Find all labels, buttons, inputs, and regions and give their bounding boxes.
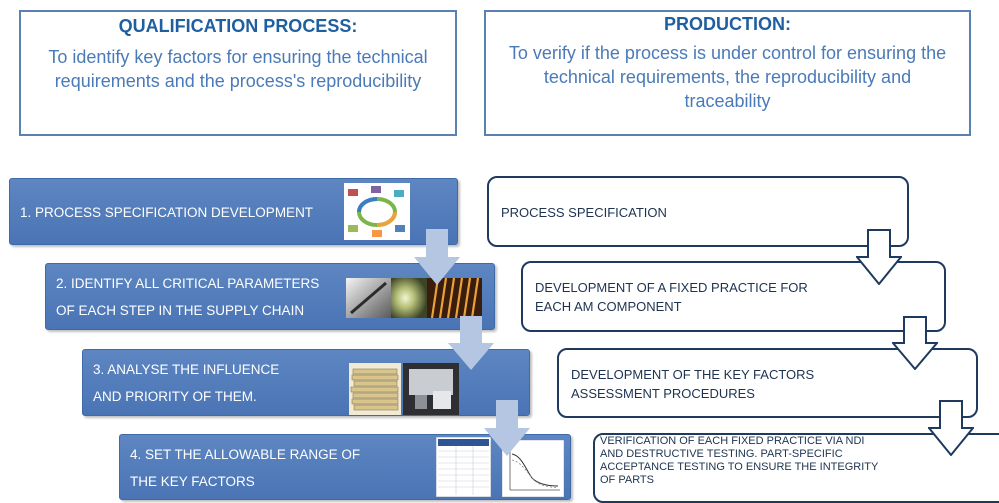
qualification-step-4: 4. SET THE ALLOWABLE RANGE OF THE KEY FA…: [119, 434, 571, 500]
outline-down-arrow-1: [856, 229, 902, 285]
production-step-4-line2: AND DESTRUCTIVE TESTING. PART-SPECIFIC: [600, 448, 843, 460]
down-arrow-3: [484, 400, 530, 456]
production-step-2-line1: DEVELOPMENT OF A FIXED PRACTICE FOR: [535, 280, 808, 295]
qualification-process-box: QUALIFICATION PROCESS: To identify key f…: [19, 10, 457, 136]
step-4-label-line1: 4. SET THE ALLOWABLE RANGE OF: [130, 447, 361, 462]
production-step-1: PROCESS SPECIFICATION: [487, 176, 909, 247]
production-step-3-line1: DEVELOPMENT OF THE KEY FACTORS: [571, 367, 815, 382]
production-title: PRODUCTION:: [664, 14, 791, 34]
production-step-4-line1: VERIFICATION OF EACH FIXED PRACTICE VIA …: [600, 435, 865, 447]
down-arrow-2: [448, 316, 494, 370]
production-step-2-line2: EACH AM COMPONENT: [535, 299, 682, 314]
step-3-label-line2: AND PRIORITY OF THEM.: [93, 389, 257, 404]
down-arrow-1: [414, 229, 460, 285]
production-description: To verify if the process is under contro…: [508, 43, 947, 111]
production-step-4-line4: OF PARTS: [600, 474, 654, 486]
range-curve-image: [502, 440, 564, 497]
outline-down-arrow-3: [928, 400, 974, 456]
critical-parameters-images: [346, 278, 482, 318]
step-2-label-line1: 2. IDENTIFY ALL CRITICAL PARAMETERS: [56, 276, 320, 291]
step-2-label-line2: OF EACH STEP IN THE SUPPLY CHAIN: [56, 303, 305, 318]
process-cycle-image: [344, 183, 410, 240]
outline-down-arrow-2: [892, 316, 938, 370]
documents-and-equipment-images: [349, 363, 459, 415]
qualification-process-title: QUALIFICATION PROCESS:: [118, 16, 358, 36]
production-step-4: VERIFICATION OF EACH FIXED PRACTICE VIA …: [593, 433, 999, 503]
step-4-label-line2: THE KEY FACTORS: [130, 474, 255, 489]
step-3-label-line1: 3. ANALYSE THE INFLUENCE: [93, 362, 280, 377]
production-box: PRODUCTION: To verify if the process is …: [484, 10, 971, 136]
range-table-image: [436, 437, 491, 497]
production-step-1-label: PROCESS SPECIFICATION: [501, 205, 667, 220]
qualification-process-description: To identify key factors for ensuring the…: [48, 47, 428, 91]
step-1-label: 1. PROCESS SPECIFICATION DEVELOPMENT: [20, 205, 314, 220]
production-step-3-line2: ASSESSMENT PROCEDURES: [571, 386, 755, 401]
production-step-4-line3: ACCEPTANCE TESTING TO ENSURE THE INTEGRI…: [600, 461, 879, 473]
